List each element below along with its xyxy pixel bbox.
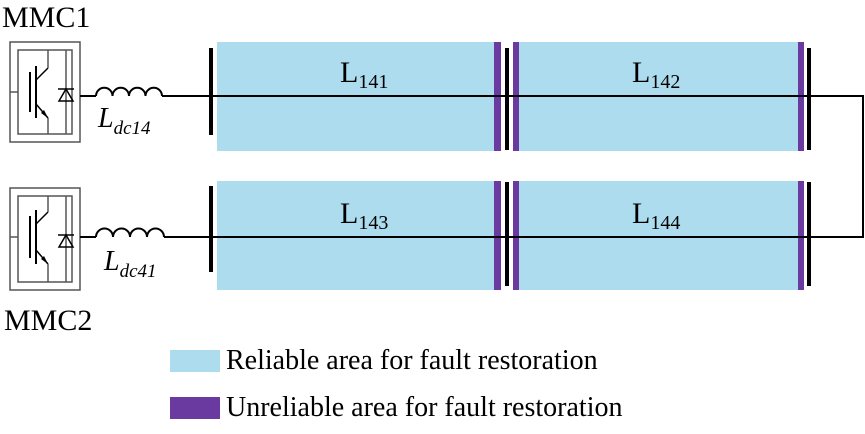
legend-unreliable: Unreliable area for fault restoration — [170, 393, 622, 423]
unreliable-area-L143-end — [494, 181, 501, 290]
unreliable-area-L144-start — [513, 181, 519, 290]
inductor-ldc41-subscript: dc41 — [119, 261, 157, 282]
line-L142-symbol: L — [632, 56, 651, 89]
inductor-ldc14-subscript: dc14 — [113, 118, 151, 139]
legend-reliable-swatch — [170, 350, 220, 372]
line-L144-subscript: 144 — [650, 212, 681, 234]
dc-wires — [80, 95, 864, 238]
inductor-ldc41-coil — [95, 227, 165, 238]
line-L142-subscript: 142 — [650, 71, 681, 93]
busbars — [209, 48, 811, 286]
reliable-area-L144 — [519, 181, 798, 290]
mmc2-label: MMC2 — [4, 304, 93, 337]
legend-unreliable-text: Unreliable area for fault restoration — [226, 392, 623, 423]
mmc1-converter-box — [9, 41, 81, 143]
line-L143-subscript: 143 — [358, 212, 389, 234]
line-L141-symbol: L — [340, 56, 359, 89]
line-L142-label: L142 — [632, 58, 680, 97]
line-L141-subscript: 141 — [358, 71, 389, 93]
inductor-ldc14-coil — [95, 86, 163, 97]
line-L144-symbol: L — [632, 197, 651, 230]
mmc2-converter-box — [9, 187, 81, 291]
line-L144-label: L144 — [632, 199, 680, 238]
line-L143-symbol: L — [340, 197, 359, 230]
inductor-ldc41-label: Ldc41 — [104, 248, 157, 286]
unreliable-area-L144-end — [798, 181, 804, 290]
inductor-ldc14-label: Ldc14 — [98, 105, 151, 143]
mmc1-label: MMC1 — [2, 1, 91, 34]
inductor-ldc14-symbol: L — [98, 103, 114, 134]
line-L143-label: L143 — [340, 199, 388, 238]
reliable-area-L143 — [217, 181, 494, 290]
legend-reliable: Reliable area for fault restoration — [170, 346, 598, 376]
legend-reliable-text: Reliable area for fault restoration — [226, 345, 598, 376]
line-L141-label: L141 — [340, 58, 388, 97]
legend-unreliable-swatch — [170, 397, 220, 419]
inductor-ldc41-symbol: L — [104, 246, 120, 277]
